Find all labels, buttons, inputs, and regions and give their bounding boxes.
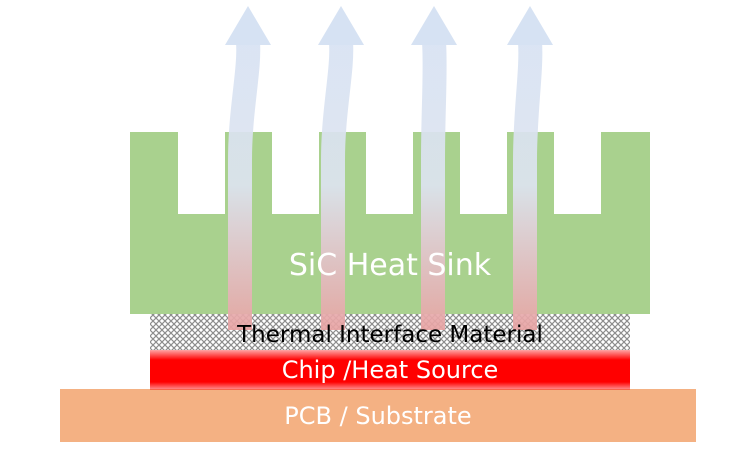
heat-flow-arrow bbox=[507, 6, 553, 330]
pcb-substrate-layer bbox=[60, 389, 696, 442]
pcb-substrate-label: PCB / Substrate bbox=[284, 402, 471, 430]
thermal-interface-material-label: Thermal Interface Material bbox=[236, 322, 543, 348]
chip-heat-source-layer bbox=[150, 350, 630, 390]
heat-flow-arrow bbox=[225, 6, 271, 330]
heat-flow-arrow bbox=[318, 6, 364, 331]
heat-flow-arrow bbox=[411, 6, 457, 331]
chip-heat-source-label: Chip /Heat Source bbox=[282, 356, 499, 384]
heat-flow-arrows bbox=[225, 6, 553, 331]
sic-heat-sink-label: SiC Heat Sink bbox=[289, 248, 492, 283]
sic-heat-sink-body bbox=[130, 132, 650, 314]
